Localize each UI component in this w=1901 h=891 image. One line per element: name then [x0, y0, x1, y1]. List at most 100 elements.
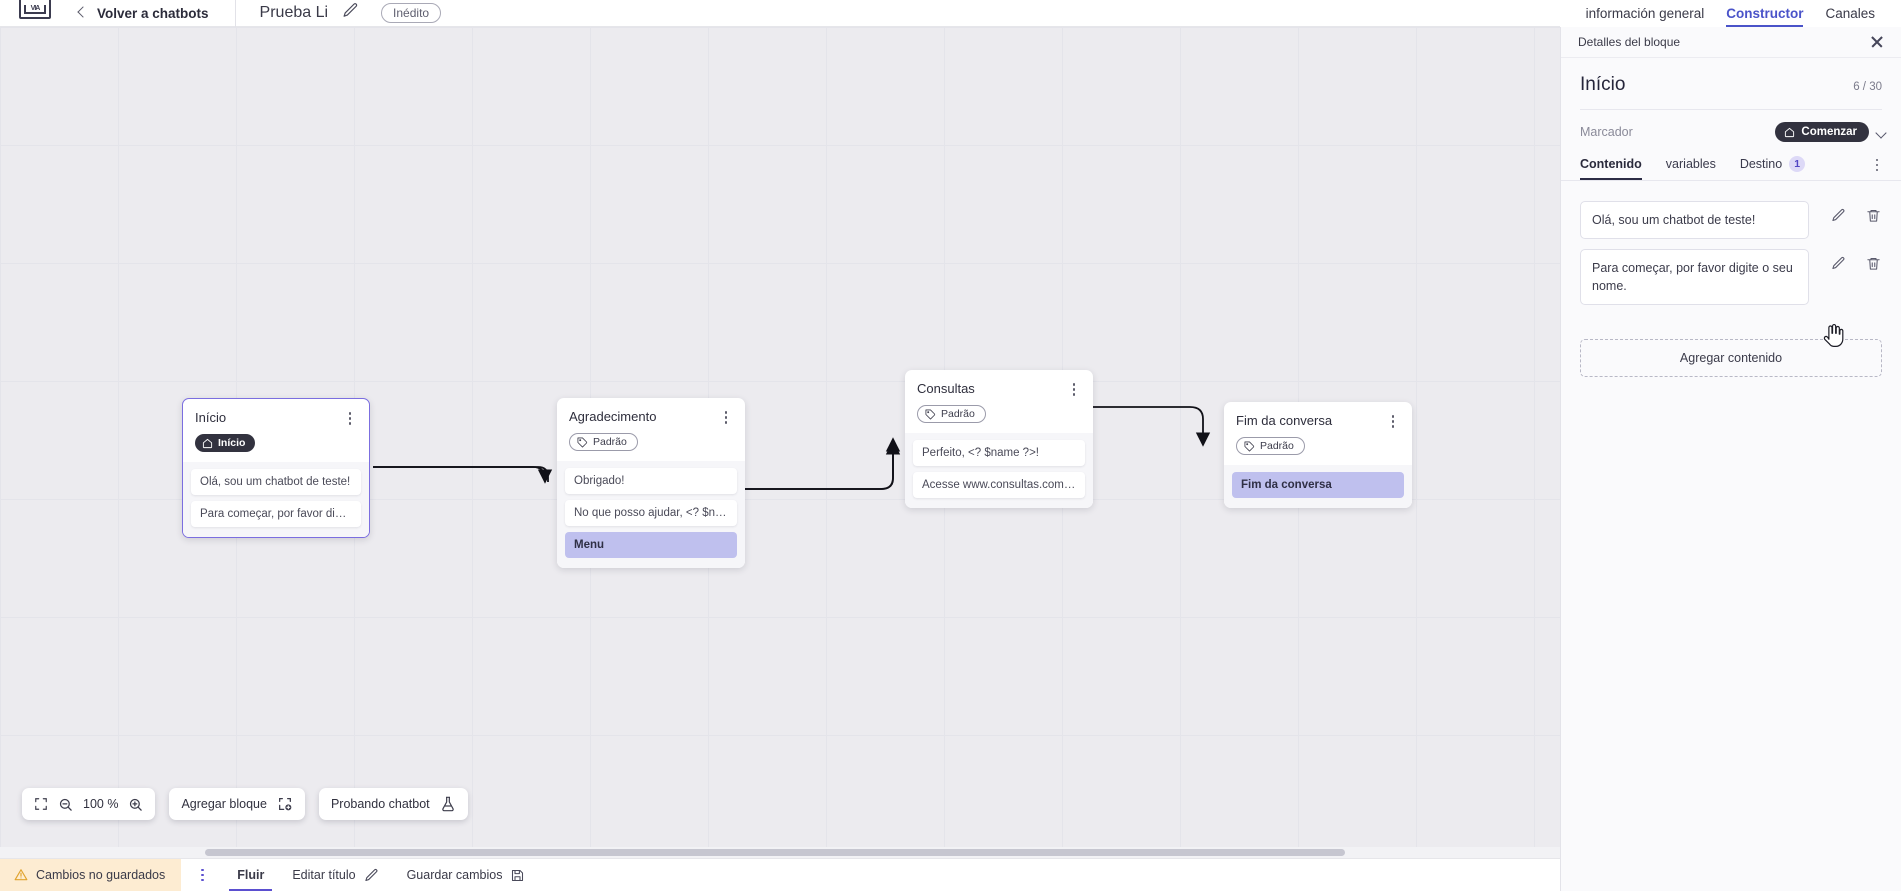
node-badge-label: Padrão [941, 408, 975, 420]
top-bar: VIA Volver a chatbots Prueba Li Inédito [0, 0, 1561, 27]
close-icon[interactable] [1870, 35, 1884, 49]
content-item: Para começar, por favor digite o seu nom… [1580, 249, 1887, 306]
test-chatbot-label: Probando chatbot [330, 797, 430, 811]
bottom-status-bar: Cambios no guardados Fluir Editar título… [0, 858, 1561, 891]
node-message[interactable]: Acesse www.consultas.com par... [913, 471, 1085, 498]
home-icon [1785, 127, 1795, 137]
tab-canales[interactable]: Canales [1825, 6, 1875, 21]
node-badge-start: Início [195, 434, 256, 452]
flow-edges [373, 406, 1211, 490]
node-body: Perfeito, <? $name ?>! Acesse www.consul… [905, 432, 1093, 508]
edit-title-button[interactable]: Editar título [278, 859, 392, 891]
node-badge-label: Início [218, 437, 246, 449]
delete-content-icon[interactable] [1866, 208, 1881, 223]
status-tab-fluir[interactable]: Fluir [223, 859, 278, 891]
scrollbar-thumb[interactable] [205, 849, 1345, 856]
add-block-icon [277, 796, 293, 812]
content-text[interactable]: Para começar, por favor digite o seu nom… [1580, 249, 1809, 306]
node-message[interactable]: Para começar, por favor digite o ... [191, 500, 361, 527]
panel-tabs: Contenido variables Destino 1 [1561, 142, 1901, 181]
panel-title-row: Início 6 / 30 [1561, 58, 1901, 96]
node-header: Agradecimento Padrão [557, 398, 745, 461]
panel-title: Início [1580, 74, 1626, 95]
app-logo-icon[interactable]: VIA [19, 0, 51, 19]
delete-content-icon[interactable] [1866, 256, 1881, 271]
node-message[interactable]: Obrigado! [565, 467, 737, 494]
flow-node-inicio[interactable]: Início Início Olá, sou um chatbot de tes… [182, 398, 370, 538]
node-badge-default: Padrão [1236, 437, 1305, 455]
node-title: Fim da conversa [1236, 413, 1333, 428]
panel-header: Detalles del bloque [1561, 27, 1901, 58]
marcador-label: Marcador [1580, 125, 1633, 139]
marcador-row: Marcador Comenzar [1561, 110, 1901, 142]
node-badge-label: Padrão [593, 436, 627, 448]
chevron-down-icon[interactable] [1876, 127, 1887, 138]
node-menu-icon[interactable] [719, 409, 733, 424]
node-title: Agradecimento [569, 409, 657, 424]
node-message-end[interactable]: Fim da conversa [1232, 471, 1404, 498]
right-top-tabs: información general Constructor Canales [1560, 0, 1901, 27]
node-menu-icon[interactable] [1067, 381, 1081, 396]
node-menu-icon[interactable] [343, 410, 357, 425]
node-message[interactable]: Perfeito, <? $name ?>! [913, 439, 1085, 466]
block-details-panel: Detalles del bloque Início 6 / 30 Marcad… [1560, 27, 1901, 891]
panel-tab-contenido-label: Contenido [1580, 157, 1642, 171]
zoom-in-icon[interactable] [128, 797, 143, 812]
flow-node-consultas[interactable]: Consultas Padrão Perfeito, <? $name ?>! … [905, 370, 1093, 508]
node-message-menu[interactable]: Menu [565, 531, 737, 558]
status-badge: Inédito [381, 3, 442, 23]
edit-project-name-icon[interactable] [342, 2, 359, 24]
logo-inner-text: VIA [24, 5, 46, 14]
panel-tab-variables-label: variables [1665, 157, 1716, 171]
flow-node-agradecimento[interactable]: Agradecimento Padrão Obrigado! No que po… [557, 398, 745, 568]
zoom-level-label: 100 % [83, 797, 119, 811]
save-changes-label: Guardar cambios [406, 868, 503, 882]
more-vertical-icon [195, 868, 209, 882]
node-message[interactable]: Olá, sou um chatbot de teste! [191, 468, 361, 495]
node-title: Consultas [917, 381, 975, 396]
node-message[interactable]: No que posso ajudar, <? $name ... [565, 499, 737, 526]
node-badge-default: Padrão [917, 405, 986, 423]
node-header: Consultas Padrão [905, 370, 1093, 433]
node-title: Início [195, 410, 227, 425]
node-body: Fim da conversa [1224, 464, 1412, 508]
add-content-button[interactable]: Agregar contenido [1580, 339, 1882, 378]
edit-content-icon[interactable] [1831, 208, 1846, 223]
tab-informacion-general[interactable]: información general [1585, 6, 1705, 21]
mouse-cursor-pointer [1822, 323, 1844, 354]
save-changes-button[interactable]: Guardar cambios [393, 859, 540, 891]
flow-canvas[interactable]: Início Início Olá, sou um chatbot de tes… [0, 27, 1561, 858]
more-vertical-icon [1870, 157, 1884, 172]
panel-tab-contenido[interactable]: Contenido [1580, 157, 1642, 180]
fit-screen-icon[interactable] [34, 797, 48, 811]
unsaved-changes-indicator: Cambios no guardados [0, 858, 182, 891]
tag-icon [1244, 441, 1255, 451]
node-header: Fim da conversa Padrão [1224, 402, 1412, 465]
status-more-menu[interactable] [181, 859, 223, 891]
marcador-chip-comenzar[interactable]: Comenzar [1775, 122, 1869, 142]
status-tab-fluir-label: Fluir [237, 868, 265, 882]
panel-divider [1580, 109, 1882, 110]
node-menu-icon[interactable] [1386, 413, 1400, 428]
home-icon [202, 438, 213, 448]
panel-tab-destino[interactable]: Destino 1 [1740, 156, 1806, 180]
panel-tab-variables[interactable]: variables [1666, 157, 1716, 179]
flow-node-fim-da-conversa[interactable]: Fim da conversa Padrão Fim da conversa [1224, 402, 1412, 508]
back-chevron-icon[interactable] [75, 6, 89, 20]
node-badge-label: Padrão [1260, 440, 1294, 452]
panel-tabs-more-button[interactable] [1870, 157, 1884, 180]
test-chatbot-button[interactable]: Probando chatbot [318, 788, 468, 820]
node-header: Início Início [183, 399, 369, 462]
edit-content-icon[interactable] [1831, 256, 1846, 271]
node-badge-default: Padrão [569, 433, 638, 451]
content-text[interactable]: Olá, sou um chatbot de teste! [1580, 201, 1809, 240]
node-body: Olá, sou um chatbot de teste! Para começ… [183, 461, 369, 537]
back-to-chatbots-link[interactable]: Volver a chatbots [97, 5, 209, 21]
marcador-chip-label: Comenzar [1801, 126, 1857, 138]
tag-icon [577, 437, 588, 447]
canvas-horizontal-scrollbar[interactable] [0, 847, 1561, 858]
save-icon [512, 869, 524, 881]
tab-constructor[interactable]: Constructor [1726, 6, 1804, 27]
add-block-button[interactable]: Agregar bloque [169, 788, 305, 820]
zoom-out-icon[interactable] [58, 797, 73, 812]
